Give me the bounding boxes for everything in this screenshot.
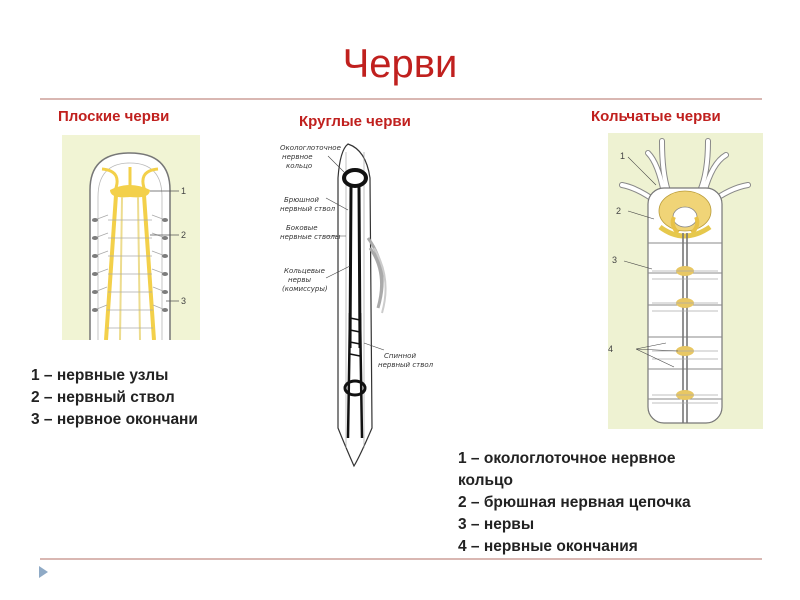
flatworm-legend-item-3: 3 – нервное окончани — [31, 409, 262, 431]
annelid-label-1: 1 — [620, 151, 625, 161]
flatworm-legend: 1 – нервные узлы 2 – нервный ствол 3 – н… — [31, 365, 262, 431]
title-divider — [40, 98, 762, 100]
roundworm-label-lateral-cords-2: нервные стволы — [280, 233, 341, 241]
annelid-legend: 1 – окологлоточное нервное кольцо 2 – бр… — [458, 448, 788, 558]
slide-title: Черви — [0, 42, 800, 87]
roundworm-label-pharyngeal-ring-2: нервное — [282, 153, 313, 161]
roundworm-label-ring-nerves-3: (комиссуры) — [282, 285, 328, 293]
annelid-label-3: 3 — [612, 255, 617, 265]
flatworm-legend-item-1: 1 – нервные узлы — [31, 365, 262, 387]
annelid-legend-item-4: 4 – нервные окончания — [458, 536, 788, 558]
slide-bullet-icon — [39, 566, 48, 578]
flatworm-label-1: 1 — [181, 186, 186, 196]
roundworm-nervous-system-illustration: Окологлоточное нервное кольцо Брюшной не… — [280, 138, 450, 468]
roundworm-label-ring-nerves-1: Кольцевые — [284, 267, 325, 275]
flatworm-label-2: 2 — [181, 230, 186, 240]
annelid-legend-item-1: 1 – окологлоточное нервное — [458, 448, 788, 470]
annelid-legend-item-1-cont: кольцо — [458, 470, 788, 492]
roundworm-label-pharyngeal-ring-1: Окологлоточное — [280, 144, 341, 152]
annelids-heading: Кольчатые черви — [591, 108, 721, 125]
roundworm-label-ventral-cord-1: Брюшной — [284, 196, 319, 204]
annelid-label-2: 2 — [616, 206, 621, 216]
roundworm-label-ring-nerves-2: нервы — [288, 276, 311, 284]
annelid-nervous-system-illustration: 1 2 3 4 — [608, 133, 763, 429]
roundworm-label-ventral-cord-2: нервный ствол — [280, 205, 336, 213]
roundworm-label-lateral-cords-1: Боковые — [286, 224, 318, 232]
roundworm-label-dorsal-cord-2: нервный ствол — [378, 361, 434, 369]
flatworm-label-3: 3 — [181, 296, 186, 306]
annelid-legend-item-2: 2 – брюшная нервная цепочка — [458, 492, 788, 514]
flatworms-heading: Плоские черви — [58, 108, 169, 125]
roundworms-heading: Круглые черви — [299, 113, 411, 130]
bottom-divider — [40, 558, 762, 560]
annelid-label-4: 4 — [608, 344, 613, 354]
flatworm-nervous-system-illustration: 1 2 3 — [62, 135, 200, 340]
flatworm-legend-item-2: 2 – нервный ствол — [31, 387, 262, 409]
roundworm-label-pharyngeal-ring-3: кольцо — [286, 162, 312, 170]
annelid-legend-item-3: 3 – нервы — [458, 514, 788, 536]
roundworm-label-dorsal-cord-1: Спинной — [384, 352, 416, 360]
